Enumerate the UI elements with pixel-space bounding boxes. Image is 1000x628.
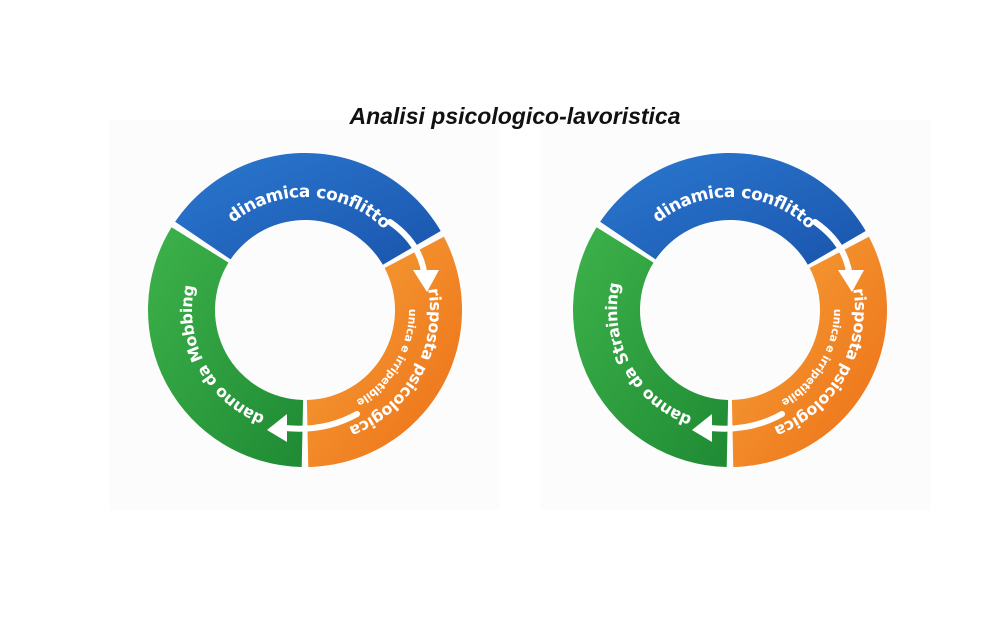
segment-danno [572, 227, 729, 467]
arrow-to-danno-icon [267, 411, 360, 442]
segment-risposta-psicologica [306, 236, 462, 467]
arrow-to-danno-icon [692, 411, 785, 442]
segment-dinamica-conflitto [175, 153, 441, 265]
arrow-to-risposta-icon [812, 219, 864, 292]
segment-danno [148, 227, 304, 467]
arrow-to-risposta-icon [387, 219, 439, 292]
segment-dinamica-conflitto [600, 152, 866, 265]
page-title: Analisi psicologico-lavoristica [349, 103, 681, 129]
segment-risposta-psicologica [731, 236, 887, 467]
